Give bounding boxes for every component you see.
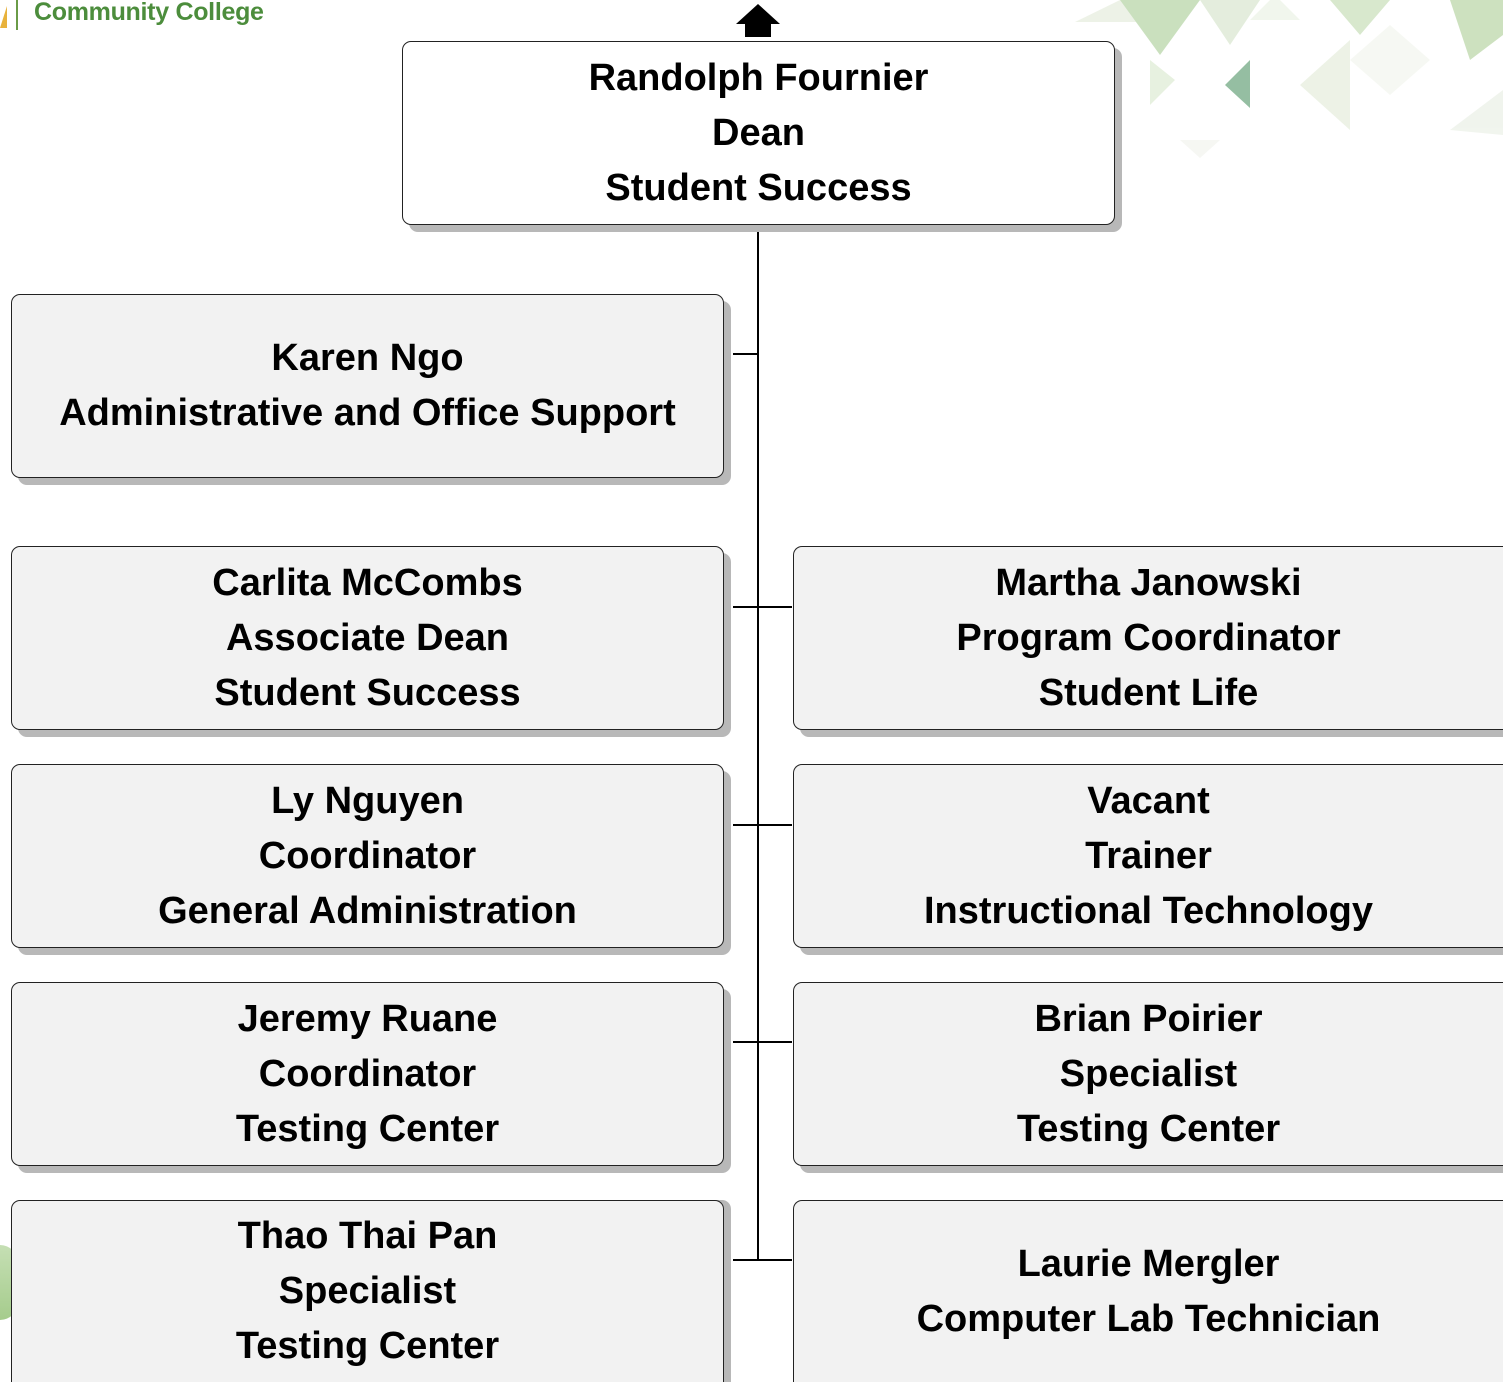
person-title: Computer Lab Technician (916, 1297, 1381, 1340)
person-title: Specialist (1059, 1052, 1238, 1095)
person-title: Coordinator (258, 834, 477, 877)
person-department: Testing Center (235, 1325, 500, 1367)
decorative-pattern (1075, 0, 1503, 158)
logo-mark (0, 6, 7, 28)
person-title: Dean (712, 111, 805, 154)
org-box-vacant[interactable]: Vacant Trainer Instructional Technology (793, 764, 1503, 948)
person-department: Testing Center (235, 1107, 500, 1150)
org-box-martha-janowski[interactable]: Martha Janowski Program Coordinator Stud… (793, 546, 1503, 730)
person-name: Carlita McCombs (212, 561, 523, 604)
person-department: Student Success (605, 166, 912, 209)
person-name: Jeremy Ruane (237, 997, 498, 1040)
org-box-head[interactable]: Randolph Fournier Dean Student Success (402, 41, 1115, 225)
up-arrow-icon[interactable] (736, 4, 780, 37)
person-department: Testing Center (1016, 1107, 1281, 1150)
person-title: Specialist (278, 1270, 457, 1312)
person-title: Program Coordinator (956, 616, 1341, 659)
org-box-karen-ngo[interactable]: Karen Ngo Administrative and Office Supp… (11, 294, 724, 478)
person-name: Karen Ngo (271, 337, 464, 379)
person-title: Coordinator (258, 1052, 477, 1095)
person-name: Thao Thai Pan (237, 1215, 498, 1257)
person-title: Trainer (1085, 834, 1212, 877)
person-department: Student Success (214, 671, 521, 714)
college-logo-text: Community College (34, 0, 264, 26)
org-box-ly-nguyen[interactable]: Ly Nguyen Coordinator General Administra… (11, 764, 724, 948)
person-name: Randolph Fournier (588, 56, 929, 99)
person-department: Instructional Technology (924, 889, 1373, 932)
connector-lines (733, 225, 792, 1261)
person-title: Associate Dean (225, 616, 509, 659)
person-name: Brian Poirier (1034, 997, 1263, 1040)
org-box-laurie-mergler[interactable]: Laurie Mergler Computer Lab Technician (793, 1200, 1503, 1382)
org-box-carlita-mccombs[interactable]: Carlita McCombs Associate Dean Student S… (11, 546, 724, 730)
person-name: Martha Janowski (995, 561, 1302, 604)
person-name: Laurie Mergler (1017, 1242, 1280, 1285)
person-name: Ly Nguyen (271, 779, 464, 822)
person-department: Student Life (1038, 671, 1259, 714)
logo-divider (16, 0, 18, 30)
person-name: Vacant (1087, 779, 1210, 822)
org-box-brian-poirier[interactable]: Brian Poirier Specialist Testing Center (793, 982, 1503, 1166)
person-title: Administrative and Office Support (59, 392, 676, 434)
org-box-thao-thai-pan[interactable]: Thao Thai Pan Specialist Testing Center (11, 1200, 724, 1382)
person-department: General Administration (158, 889, 577, 932)
org-box-jeremy-ruane[interactable]: Jeremy Ruane Coordinator Testing Center (11, 982, 724, 1166)
